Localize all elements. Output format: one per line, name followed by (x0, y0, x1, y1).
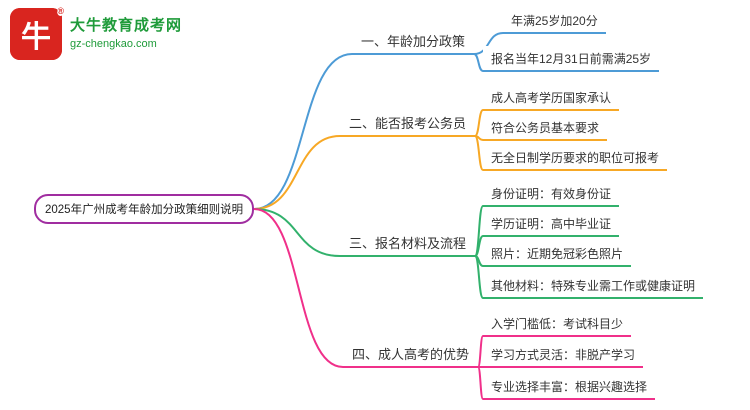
leaf-node: 符合公务员基本要求 (483, 115, 608, 141)
leaf-node: 照片：近期免冠彩色照片 (483, 241, 632, 267)
logo-text: 大牛教育成考网 gz-chengkao.com (70, 16, 182, 52)
branch-node: 一、年龄加分政策 (352, 27, 475, 55)
logo-title: 大牛教育成考网 (70, 17, 183, 34)
leaf-node: 无全日制学历要求的职位可报考 (483, 145, 668, 171)
leaf-node: 年满25岁加20分 (503, 8, 606, 34)
leaf-node: 专业选择丰富：根据兴趣选择 (483, 374, 656, 400)
leaf-node: 报名当年12月31日前需满25岁 (483, 46, 660, 72)
branch-node: 四、成人高考的优势 (343, 340, 479, 368)
leaf-node: 身份证明：有效身份证 (483, 181, 620, 207)
logo-url: gz-chengkao.com (70, 38, 157, 50)
ox-logo-icon: 牛 ® (10, 6, 64, 60)
leaf-node: 学历证明：高中毕业证 (483, 211, 620, 237)
central-topic: 2025年广州成考年龄加分政策细则说明 (34, 194, 255, 224)
leaf-node: 成人高考学历国家承认 (483, 85, 620, 111)
site-logo: 牛 ® 大牛教育成考网 gz-chengkao.com (10, 6, 182, 60)
leaf-node: 学习方式灵活：非脱产学习 (483, 342, 644, 368)
branch-node: 三、报名材料及流程 (340, 229, 476, 257)
ox-logo-char: 牛 (21, 21, 51, 54)
branch-node: 二、能否报考公务员 (340, 109, 476, 137)
leaf-node: 其他材料：特殊专业需工作或健康证明 (483, 273, 704, 299)
leaf-node: 入学门槛低：考试科目少 (483, 311, 632, 337)
registered-mark: ® (57, 6, 64, 16)
